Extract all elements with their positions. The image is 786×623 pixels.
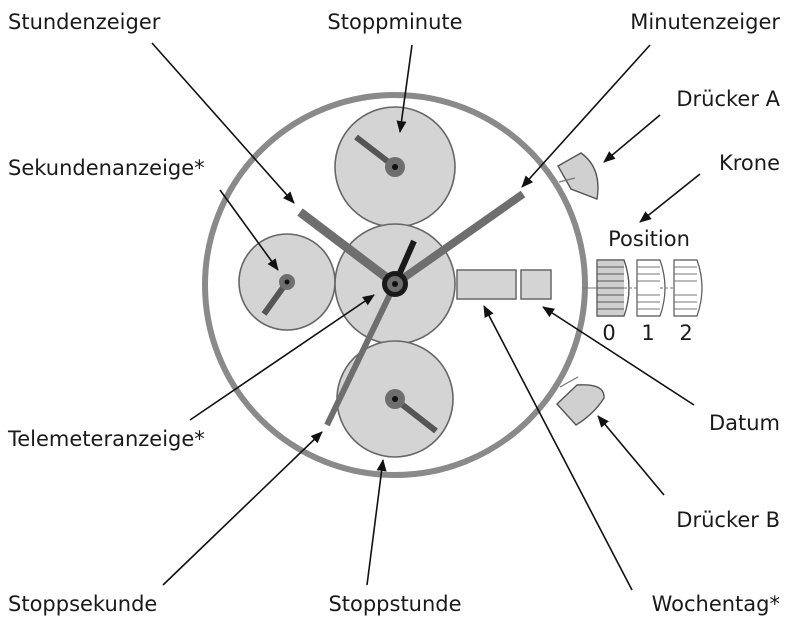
leader-stundenzeiger — [151, 42, 295, 204]
leader-telemeteranzeige — [189, 294, 375, 421]
crown-position-0 — [583, 259, 630, 317]
leader-sekundenanzeige — [219, 189, 279, 271]
leader-wochentag — [483, 305, 633, 591]
leader-druecker-a — [603, 114, 661, 163]
stoppsekunde-hand — [324, 282, 398, 427]
stoppstunde-pin — [392, 396, 398, 402]
label-minutenzeiger: Minutenzeiger — [630, 10, 780, 34]
label-datum: Datum — [709, 411, 780, 435]
label-sekundenanzeige: Sekundenanzeige* — [8, 156, 205, 180]
label-stoppminute: Stoppminute — [327, 10, 462, 34]
datum-window — [520, 269, 552, 300]
label-pos-2: 2 — [679, 321, 692, 345]
stundenzeiger-hand — [297, 208, 398, 288]
crown-position-2 — [660, 259, 703, 317]
leader-druecker-b — [597, 415, 665, 496]
leader-stoppstunde — [366, 459, 387, 586]
leader-minutenzeiger — [521, 44, 651, 188]
sekunden-pin — [284, 279, 290, 285]
label-stundenzeiger: Stundenzeiger — [8, 10, 161, 34]
label-pos-1: 1 — [641, 321, 654, 345]
minutenzeiger-hand — [392, 190, 526, 288]
crown-position-1 — [624, 259, 666, 317]
druecker-a-pusher — [557, 152, 599, 200]
label-position: Position — [608, 227, 690, 251]
wochentag-window — [456, 269, 517, 300]
label-krone: Krone — [719, 151, 780, 175]
leader-stoppsekunde — [162, 431, 323, 586]
leader-krone — [639, 173, 701, 223]
label-pos-0: 0 — [602, 321, 615, 345]
label-druecker-b: Drücker B — [676, 508, 780, 532]
stoppminute-pin — [392, 164, 398, 170]
leader-stoppminute — [396, 44, 413, 133]
center-hub-pin — [392, 281, 398, 287]
label-stoppsekunde: Stoppsekunde — [8, 592, 157, 616]
druecker-b-pusher — [556, 376, 605, 426]
label-druecker-a: Drücker A — [676, 87, 780, 111]
label-wochentag: Wochentag* — [652, 592, 780, 616]
label-stoppstunde: Stoppstunde — [328, 592, 461, 616]
label-telemeteranzeige: Telemeteranzeige* — [7, 427, 205, 451]
leader-datum — [542, 306, 695, 406]
